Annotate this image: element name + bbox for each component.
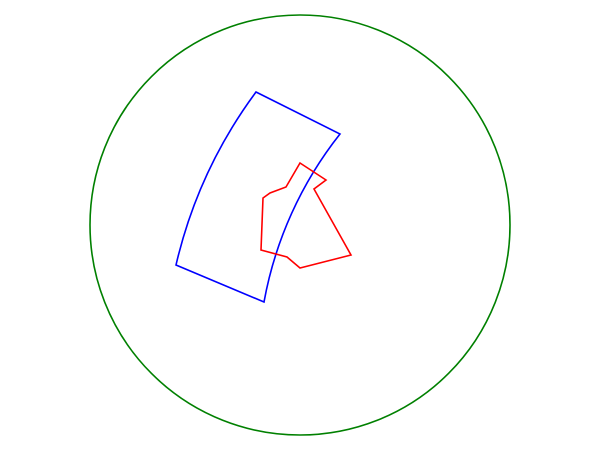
irregular-polygon	[260, 161, 353, 269]
outer-circle	[89, 14, 511, 436]
annular-sector-shape	[175, 90, 342, 304]
